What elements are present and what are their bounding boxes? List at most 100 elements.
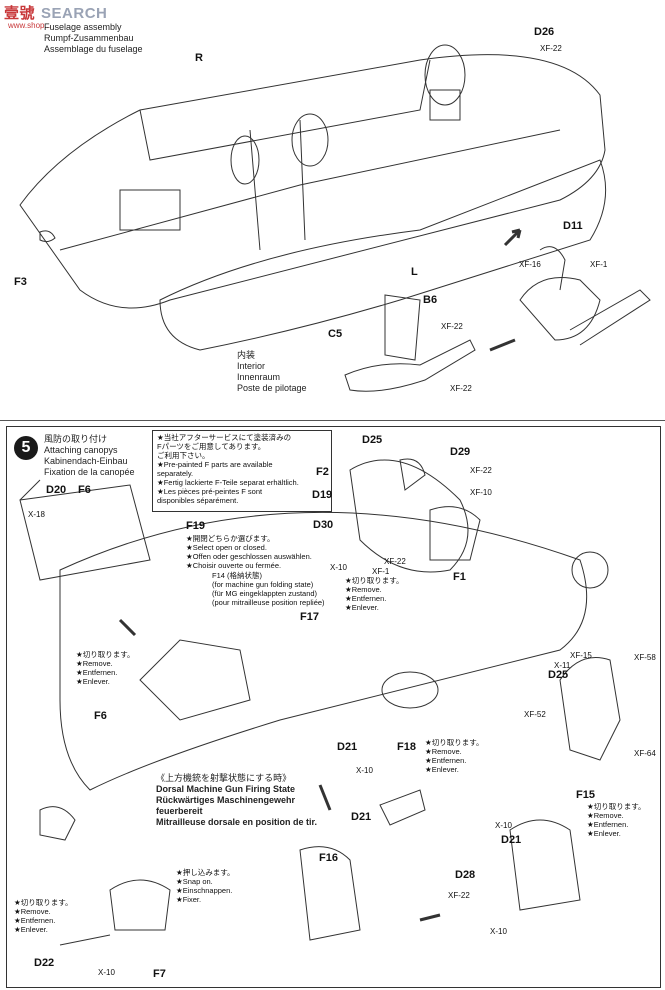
step5-title-fr: Fixation de la canopée bbox=[44, 467, 135, 477]
label-d25: D25 bbox=[362, 434, 383, 446]
canopy-f6 bbox=[139, 639, 251, 721]
label-d29: D29 bbox=[450, 446, 471, 458]
f19-note: ★開閉どちらか選びます。 ★Select open or closed. ★Of… bbox=[186, 534, 312, 570]
step4-title-en: Fuselage assembly bbox=[44, 22, 122, 32]
label-f17: F17 bbox=[300, 611, 319, 623]
f14-note-line: (for machine gun folding state) bbox=[212, 580, 314, 589]
label-l: L bbox=[411, 266, 418, 278]
cut-note-2: ★切り取ります。 ★Remove. ★Entfernen. ★Enlever. bbox=[76, 650, 134, 686]
interior-fr: Poste de pilotage bbox=[237, 383, 307, 393]
label-d22: D22 bbox=[34, 957, 55, 969]
f19-note-line: ★Choisir ouverte ou fermée. bbox=[186, 561, 282, 570]
f14-note-line: (für MG eingeklappten zustand) bbox=[212, 589, 318, 598]
label-f3: F3 bbox=[14, 276, 27, 288]
step5-title-de: Kabinendach-Einbau bbox=[44, 456, 128, 466]
step4-title-fr: Assemblage du fuselage bbox=[44, 44, 143, 54]
cockpit-seat-block bbox=[119, 189, 181, 231]
tail-cone-part bbox=[39, 806, 76, 841]
cut-line: ★Remove. bbox=[587, 811, 624, 820]
note-line: ★Fertig lackierte F-Teile separat erhält… bbox=[157, 478, 299, 487]
label-d30-paint-b: XF-1 bbox=[372, 567, 390, 576]
label-d11-paint-a: XF-16 bbox=[519, 260, 541, 269]
gun-d21 bbox=[379, 789, 426, 826]
label-xf52: XF-52 bbox=[524, 710, 546, 719]
canopy-f16 bbox=[299, 846, 361, 941]
dorsal-fr: Mitrailleuse dorsale en position de tir. bbox=[156, 817, 318, 827]
snap-line: ★Einschnappen. bbox=[176, 886, 233, 895]
f14-note-line: F14 (格納状態) bbox=[212, 571, 263, 580]
canopy-f18 bbox=[381, 671, 439, 709]
cut-line: ★Remove. bbox=[425, 747, 462, 756]
interior-en: Interior bbox=[237, 361, 266, 371]
seated-figure-d25 bbox=[399, 458, 426, 491]
dorsal-de: Rückwärtiges Maschinengewehr feuerbereit bbox=[156, 795, 296, 816]
dorsal-en: Dorsal Machine Gun Firing State bbox=[156, 784, 296, 794]
label-d29-paint-a: XF-22 bbox=[470, 466, 492, 475]
label-d21-b: D21 bbox=[351, 811, 372, 823]
bulkhead-line bbox=[249, 129, 261, 251]
interior-de: Innenraum bbox=[237, 372, 281, 382]
label-d30-paint-c: XF-22 bbox=[384, 557, 406, 566]
fuselage-step5 bbox=[59, 511, 588, 791]
step5-title: 風防の取り付け Attaching canopys Kabinendach-Ei… bbox=[44, 434, 135, 478]
cut-line: ★切り取ります。 bbox=[14, 898, 73, 907]
turret-part bbox=[519, 277, 601, 341]
dorsal-jp: 《上方機銃を射撃状態にする時》 bbox=[156, 773, 292, 783]
cut-line: ★Enlever. bbox=[14, 925, 48, 934]
bulkhead-frame bbox=[230, 135, 260, 185]
label-xf15: XF-15 bbox=[570, 651, 592, 660]
label-x11: X-11 bbox=[554, 661, 571, 670]
label-xf64: XF-64 bbox=[634, 749, 656, 758]
fuselage-left-half bbox=[19, 54, 606, 309]
cut-line: ★Enlever. bbox=[76, 677, 110, 686]
cut-line: ★切り取ります。 bbox=[425, 738, 484, 747]
note-line: ご利用下さい。 bbox=[157, 451, 210, 460]
label-f19: F19 bbox=[186, 520, 205, 532]
step4-panel bbox=[0, 0, 665, 421]
bulkhead-d26 bbox=[424, 44, 466, 106]
cut-line: ★Enlever. bbox=[425, 765, 459, 774]
cut-line: ★Remove. bbox=[76, 659, 113, 668]
cut-note-4: ★切り取ります。 ★Remove. ★Entfernen. ★Enlever. bbox=[587, 802, 645, 838]
snap-line: ★押し込みます。 bbox=[176, 868, 235, 877]
label-b6-paint: XF-22 bbox=[441, 322, 463, 331]
label-d21-c: D21 bbox=[501, 834, 522, 846]
snap-line: ★Fixer. bbox=[176, 895, 202, 904]
step5-title-en: Attaching canopys bbox=[44, 445, 118, 455]
cut-note-1: ★切り取ります。 ★Remove. ★Entfernen. ★Enlever. bbox=[345, 576, 403, 612]
label-d30-paint-a: X-10 bbox=[330, 563, 347, 572]
f19-note-line: ★Offen oder geschlossen auswählen. bbox=[186, 552, 312, 561]
label-f16: F16 bbox=[319, 852, 338, 864]
watermark: 壹號 SEARCH bbox=[4, 2, 107, 23]
label-d25-b: D25 bbox=[548, 669, 569, 681]
label-d28-paint: XF-22 bbox=[448, 891, 470, 900]
cut-line: ★Entfernen. bbox=[425, 756, 467, 765]
label-f6-b: F6 bbox=[94, 710, 107, 722]
cut-line: ★Remove. bbox=[14, 907, 51, 916]
prepainted-note-box: ★当社アフターサービスにて塗装済みの Fパーツをご用意してあります。 ご利用下さ… bbox=[152, 430, 332, 512]
cut-line: ★切り取ります。 bbox=[587, 802, 646, 811]
interior-jp: 内装 bbox=[237, 350, 256, 360]
gun-d22 bbox=[59, 934, 111, 946]
bulkhead-b6 bbox=[384, 294, 421, 361]
label-d21-a-paint: X-10 bbox=[356, 766, 373, 775]
cut-line: ★Enlever. bbox=[587, 829, 621, 838]
watermark-sub: www.shop... bbox=[8, 21, 52, 30]
part-f3 bbox=[39, 230, 56, 243]
label-f18: F18 bbox=[397, 741, 416, 753]
label-f15: F15 bbox=[576, 789, 595, 801]
step4-title-de: Rumpf-Zusammenbau bbox=[44, 33, 134, 43]
label-d21-a: D21 bbox=[337, 741, 358, 753]
fuselage-right-half bbox=[159, 159, 607, 351]
note-line: ★当社アフターサービスにて塗装済みの bbox=[157, 433, 292, 442]
part-c5 bbox=[344, 339, 476, 392]
wing-fragment bbox=[569, 289, 651, 346]
cut-note-5: ★切り取ります。 ★Remove. ★Entfernen. ★Enlever. bbox=[14, 898, 72, 934]
step5-panel bbox=[6, 426, 661, 988]
watermark-brand: SEARCH bbox=[41, 5, 108, 22]
bulkhead-line bbox=[299, 119, 306, 241]
arrow-down bbox=[118, 618, 137, 637]
watermark-jp: 壹號 bbox=[4, 5, 36, 22]
leader bbox=[19, 479, 41, 501]
